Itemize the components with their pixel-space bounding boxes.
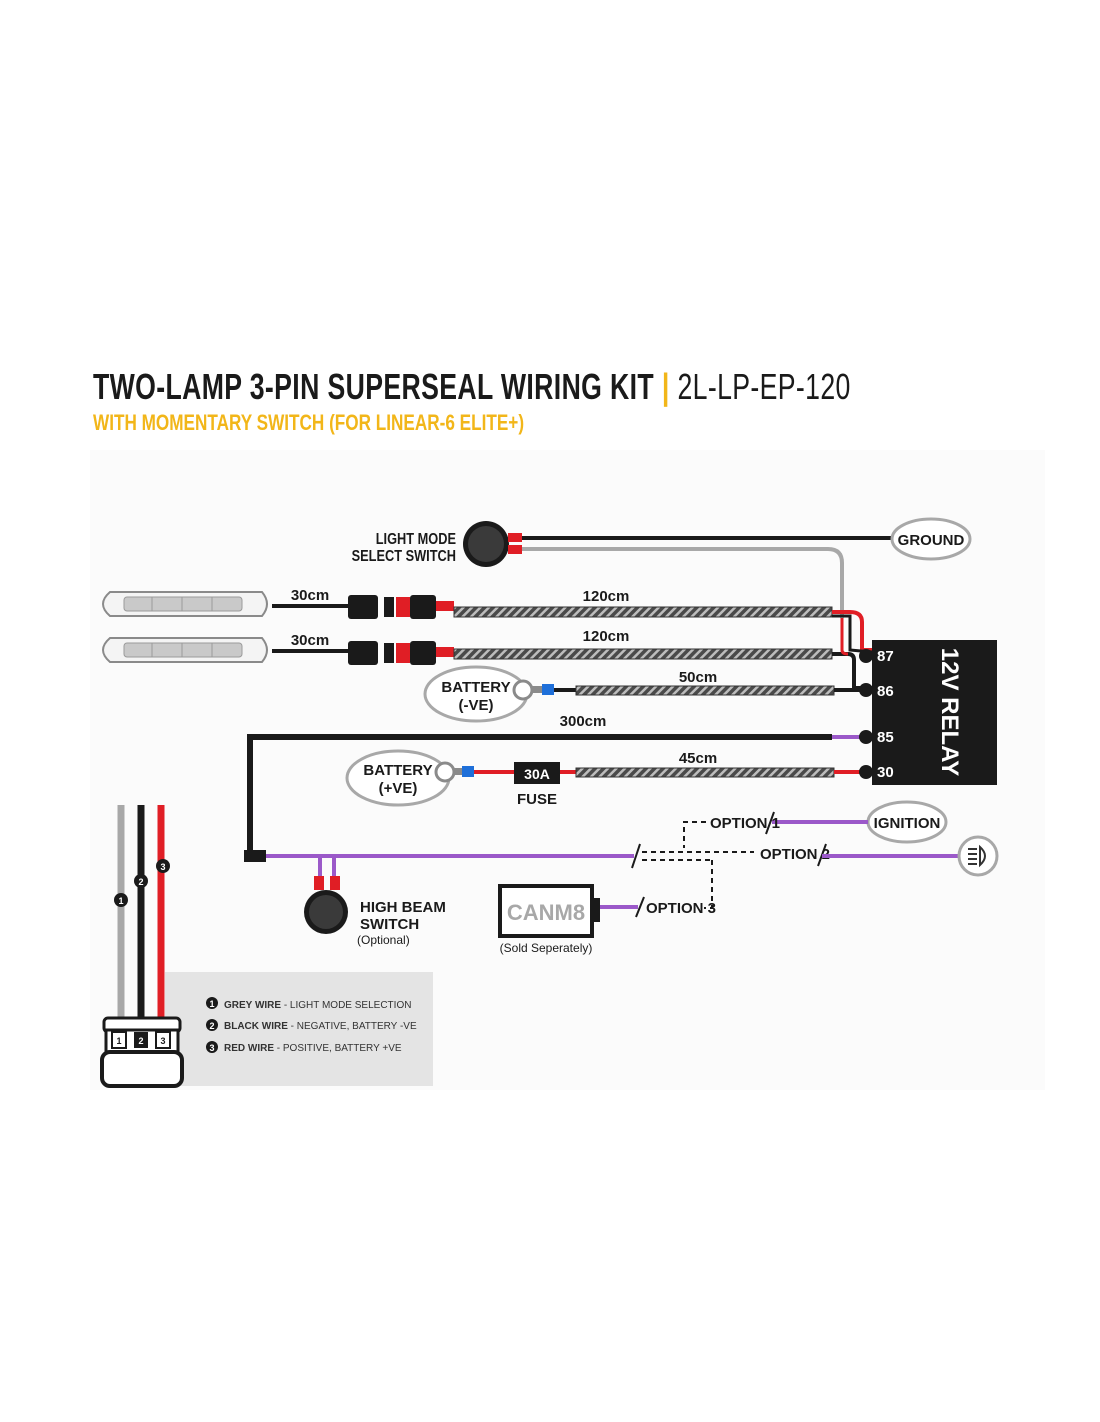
grey-wire	[522, 547, 844, 618]
switch-terminal	[508, 533, 522, 542]
relay-pin-30: 30	[877, 764, 894, 781]
canm8-label: CANM8	[507, 900, 585, 925]
svg-text:SELECT SWITCH: SELECT SWITCH	[352, 548, 456, 566]
connector-detail: 1 2 3 1 2 3	[100, 805, 433, 1088]
ring-terminal-icon	[512, 679, 554, 701]
svg-text:1: 1	[209, 999, 214, 1009]
pin-3: 3	[160, 1036, 165, 1046]
fuse-label: FUSE	[517, 791, 557, 808]
svg-text:GREY WIRE - LIGHT MODE SELECTI: GREY WIRE - LIGHT MODE SELECTION	[224, 1000, 411, 1011]
svg-text:3: 3	[209, 1043, 214, 1053]
canm8-module: CANM8	[498, 884, 600, 938]
lamp1-length: 30cm	[291, 587, 329, 604]
main-length: 300cm	[560, 713, 607, 730]
title-separator: |	[661, 366, 670, 407]
option3-break	[635, 896, 645, 918]
fuse-value: 30A	[524, 766, 550, 782]
harness2-length: 120cm	[583, 628, 630, 645]
ignition-terminal: IGNITION	[866, 800, 948, 844]
page-title: TWO-LAMP 3-PIN SUPERSEAL WIRING KIT | 2L…	[93, 366, 1100, 408]
wire-marker-3: 3	[160, 862, 165, 872]
lamp-icon	[102, 637, 268, 663]
main-junction	[244, 850, 266, 862]
legend-item-red: 3 RED WIRE - POSITIVE, BATTERY +VE	[206, 1041, 402, 1054]
battery-neg-loom	[575, 685, 835, 696]
svg-text:2: 2	[209, 1021, 214, 1031]
harness2-loom	[453, 648, 833, 660]
high-beam-switch-label: HIGH BEAM SWITCH (Optional)	[357, 899, 446, 947]
svg-text:HIGH BEAM: HIGH BEAM	[360, 899, 446, 916]
legend-item-grey: 1 GREY WIRE - LIGHT MODE SELECTION	[206, 997, 411, 1011]
svg-text:(-VE): (-VE)	[459, 697, 494, 714]
relay-label: 12V RELAY	[936, 648, 963, 777]
option3-dashed-v	[704, 860, 713, 909]
page-subtitle: WITH MOMENTARY SWITCH (FOR LINEAR-6 ELIT…	[93, 410, 525, 435]
svg-text:BATTERY: BATTERY	[363, 762, 432, 779]
fuse-icon: 30A	[514, 762, 560, 784]
svg-text:GROUND: GROUND	[898, 532, 965, 549]
battery-pos-length: 45cm	[679, 750, 717, 767]
wire-legend: 1 GREY WIRE - LIGHT MODE SELECTION 2 BLA…	[206, 997, 417, 1054]
svg-text:BLACK WIRE - NEGATIVE, BATTERY: BLACK WIRE - NEGATIVE, BATTERY -VE	[224, 1021, 417, 1032]
headlight-icon	[957, 835, 999, 877]
canm8-note: (Sold Seperately)	[500, 941, 593, 955]
hb-terminal	[330, 876, 340, 890]
light-mode-switch-label: LIGHT MODE SELECT SWITCH	[352, 531, 457, 566]
svg-text:IGNITION: IGNITION	[874, 815, 941, 832]
ground-terminal: GROUND	[890, 517, 972, 561]
red-wire-87	[832, 610, 872, 652]
lamp2-length: 30cm	[291, 632, 329, 649]
svg-text:SWITCH: SWITCH	[360, 916, 419, 933]
battery-neg-length: 50cm	[679, 669, 717, 686]
high-beam-switch-icon[interactable]	[304, 890, 348, 934]
relay-pin-87: 87	[877, 648, 894, 665]
svg-text:LIGHT MODE: LIGHT MODE	[376, 531, 457, 549]
svg-text:RED WIRE - POSITIVE, BATTERY +: RED WIRE - POSITIVE, BATTERY +VE	[224, 1043, 402, 1054]
option3-label: OPTION 3	[646, 900, 716, 917]
harness1-length: 120cm	[583, 588, 630, 605]
superseal-connector	[348, 641, 454, 665]
option1-break	[765, 811, 775, 835]
option2-label: OPTION 2	[760, 846, 830, 863]
red-wire-87-b	[840, 618, 849, 656]
option1-label: OPTION 1	[710, 815, 780, 832]
relay-pin-86: 86	[877, 683, 894, 700]
battery-pos-label: BATTERY (+VE)	[345, 749, 451, 807]
black-wire-86-b	[832, 614, 873, 654]
lamp-icon	[102, 591, 268, 617]
svg-text:(Optional): (Optional)	[357, 933, 410, 947]
battery-neg-label: BATTERY (-VE)	[423, 665, 529, 723]
wire-marker-1: 1	[118, 896, 123, 906]
title-text: TWO-LAMP 3-PIN SUPERSEAL WIRING KIT	[93, 366, 655, 407]
relay-icon: 87 86 85 30 12V RELAY	[859, 640, 997, 785]
battery-pos-loom	[575, 767, 835, 778]
light-mode-switch-icon[interactable]	[463, 521, 509, 567]
option1-dashed	[683, 821, 706, 848]
product-code: 2L-LP-EP-120	[677, 366, 851, 407]
svg-text:(+VE): (+VE)	[379, 780, 418, 797]
wire-marker-2: 2	[138, 877, 143, 887]
superseal-connector	[348, 595, 454, 619]
ring-terminal-icon	[434, 761, 474, 783]
harness1-loom	[453, 606, 833, 618]
relay-pin-85: 85	[877, 729, 894, 746]
svg-text:BATTERY: BATTERY	[441, 679, 510, 696]
hb-terminal	[314, 876, 324, 890]
pin-2: 2	[138, 1036, 143, 1046]
switch-terminal	[508, 545, 522, 554]
pin-1: 1	[116, 1036, 121, 1046]
main-break	[631, 843, 641, 869]
black-wire-86	[832, 652, 872, 690]
legend-item-black: 2 BLACK WIRE - NEGATIVE, BATTERY -VE	[206, 1019, 417, 1032]
